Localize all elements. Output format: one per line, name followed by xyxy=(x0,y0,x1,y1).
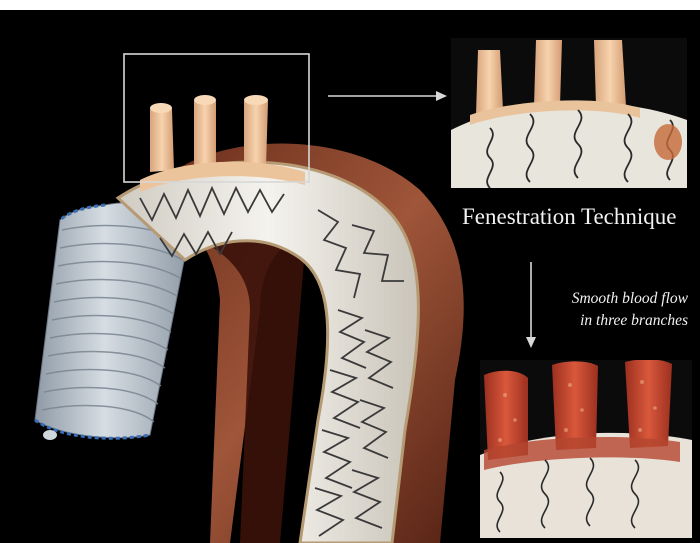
stent-graft-diagram xyxy=(34,38,692,543)
top-inset-closeup xyxy=(451,38,687,188)
bottom-inset-bloodflow xyxy=(480,360,692,538)
bloodflow-caption: Smooth blood flow in three branches xyxy=(540,288,688,332)
aortic-arch-stent xyxy=(115,160,420,543)
illustration-stage: Fenestration Technique Smooth blood flow… xyxy=(0,10,700,543)
arrow-to-top-inset xyxy=(328,91,447,101)
aortic-lumen xyxy=(200,218,305,543)
caption-line-2: in three branches xyxy=(580,312,688,329)
distal-graft xyxy=(34,202,191,440)
caption-line-1: Smooth blood flow xyxy=(571,290,688,307)
technique-title: Fenestration Technique xyxy=(462,204,677,229)
arrow-to-bottom-inset xyxy=(526,262,536,348)
arch-branch-vessels xyxy=(140,95,305,192)
focus-box xyxy=(123,53,310,183)
